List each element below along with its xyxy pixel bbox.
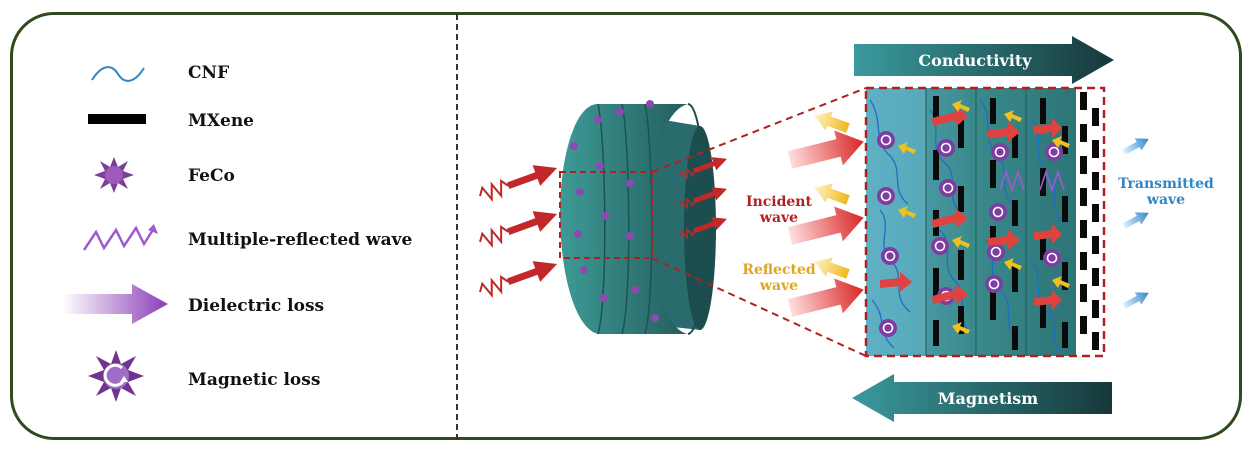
zoom-line-top xyxy=(651,87,867,173)
incident-label-line1: Incident xyxy=(746,194,812,210)
magnetism-label: Magnetism xyxy=(938,389,1039,408)
legend-mxene-label: MXene xyxy=(188,111,254,131)
zoomed-structure-box xyxy=(864,86,1106,358)
conductivity-label: Conductivity xyxy=(918,51,1032,70)
zoom-line-bottom xyxy=(651,257,867,357)
feco-icon xyxy=(94,157,134,193)
cnf-icon xyxy=(91,66,145,82)
legend-feco-label: FeCo xyxy=(188,166,235,186)
legend-dielectric-loss-label: Dielectric loss xyxy=(188,296,325,316)
legend-cnf-label: CNF xyxy=(188,63,230,83)
dashed-divider xyxy=(456,14,458,440)
incident-wave-arrows xyxy=(787,130,864,317)
conductivity-arrow xyxy=(854,36,1114,84)
incoming-wave-arrows xyxy=(479,165,558,298)
reflected-wave-arrows xyxy=(814,111,850,279)
legend-magnetic-loss-label: Magnetic loss xyxy=(188,370,321,390)
transmitted-wave-arrows xyxy=(1122,138,1149,309)
layered-disk xyxy=(559,100,716,335)
rounded-frame xyxy=(10,12,1242,440)
reflected-label-line1: Reflected xyxy=(742,262,816,278)
transmitted-label-line2: wave xyxy=(1146,192,1185,208)
transmitted-label-line1: Transmitted xyxy=(1118,176,1214,192)
magnetic-loss-icon xyxy=(88,350,144,402)
reflected-label-line2: wave xyxy=(759,278,798,294)
incident-label-line2: wave xyxy=(759,210,798,226)
multiple-reflected-wave-icon xyxy=(82,224,158,251)
outgoing-wave-arrows xyxy=(679,157,727,240)
magnetism-arrow xyxy=(852,374,1112,422)
dielectric-loss-arrow-icon xyxy=(62,284,168,324)
legend-multiple-reflected-label: Multiple-reflected wave xyxy=(188,230,413,250)
mxene-icon xyxy=(88,114,146,124)
